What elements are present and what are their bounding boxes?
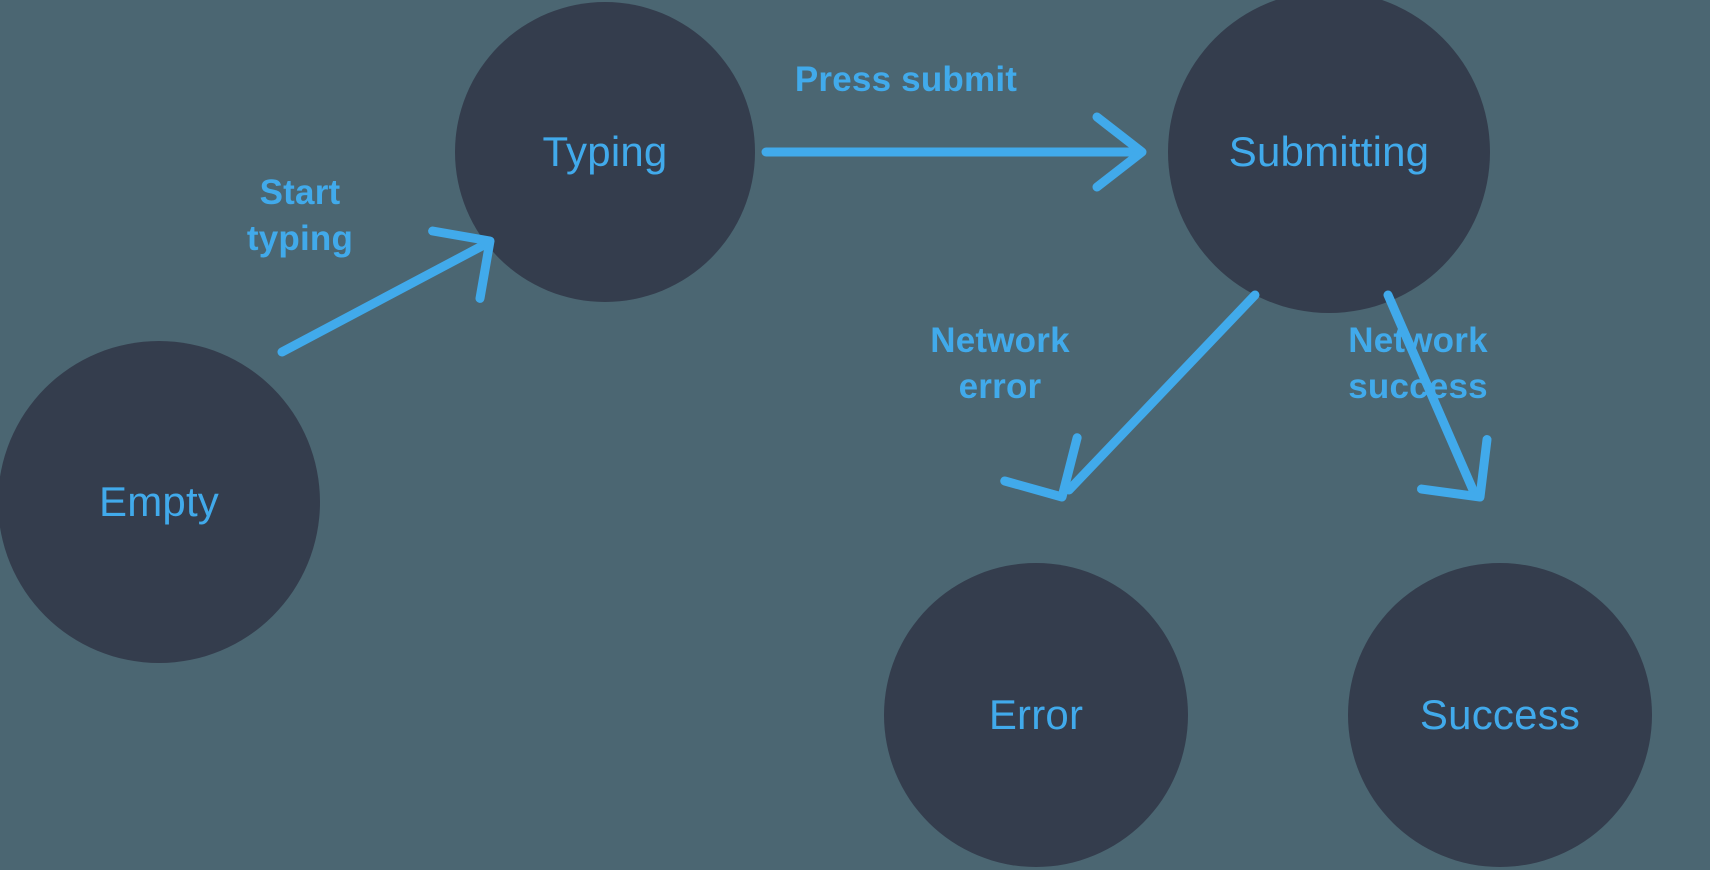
state-node-submitting[interactable] <box>1168 0 1490 313</box>
state-node-typing[interactable] <box>455 2 755 302</box>
transition-arrow-network-error <box>1000 290 1260 502</box>
state-node-empty[interactable] <box>0 341 320 663</box>
state-node-success[interactable] <box>1348 563 1652 867</box>
transition-arrow-start-typing <box>277 226 495 357</box>
transition-arrow-network-success <box>1383 290 1492 502</box>
transition-arrow-press-submit <box>761 112 1147 192</box>
state-node-error[interactable] <box>884 563 1188 867</box>
